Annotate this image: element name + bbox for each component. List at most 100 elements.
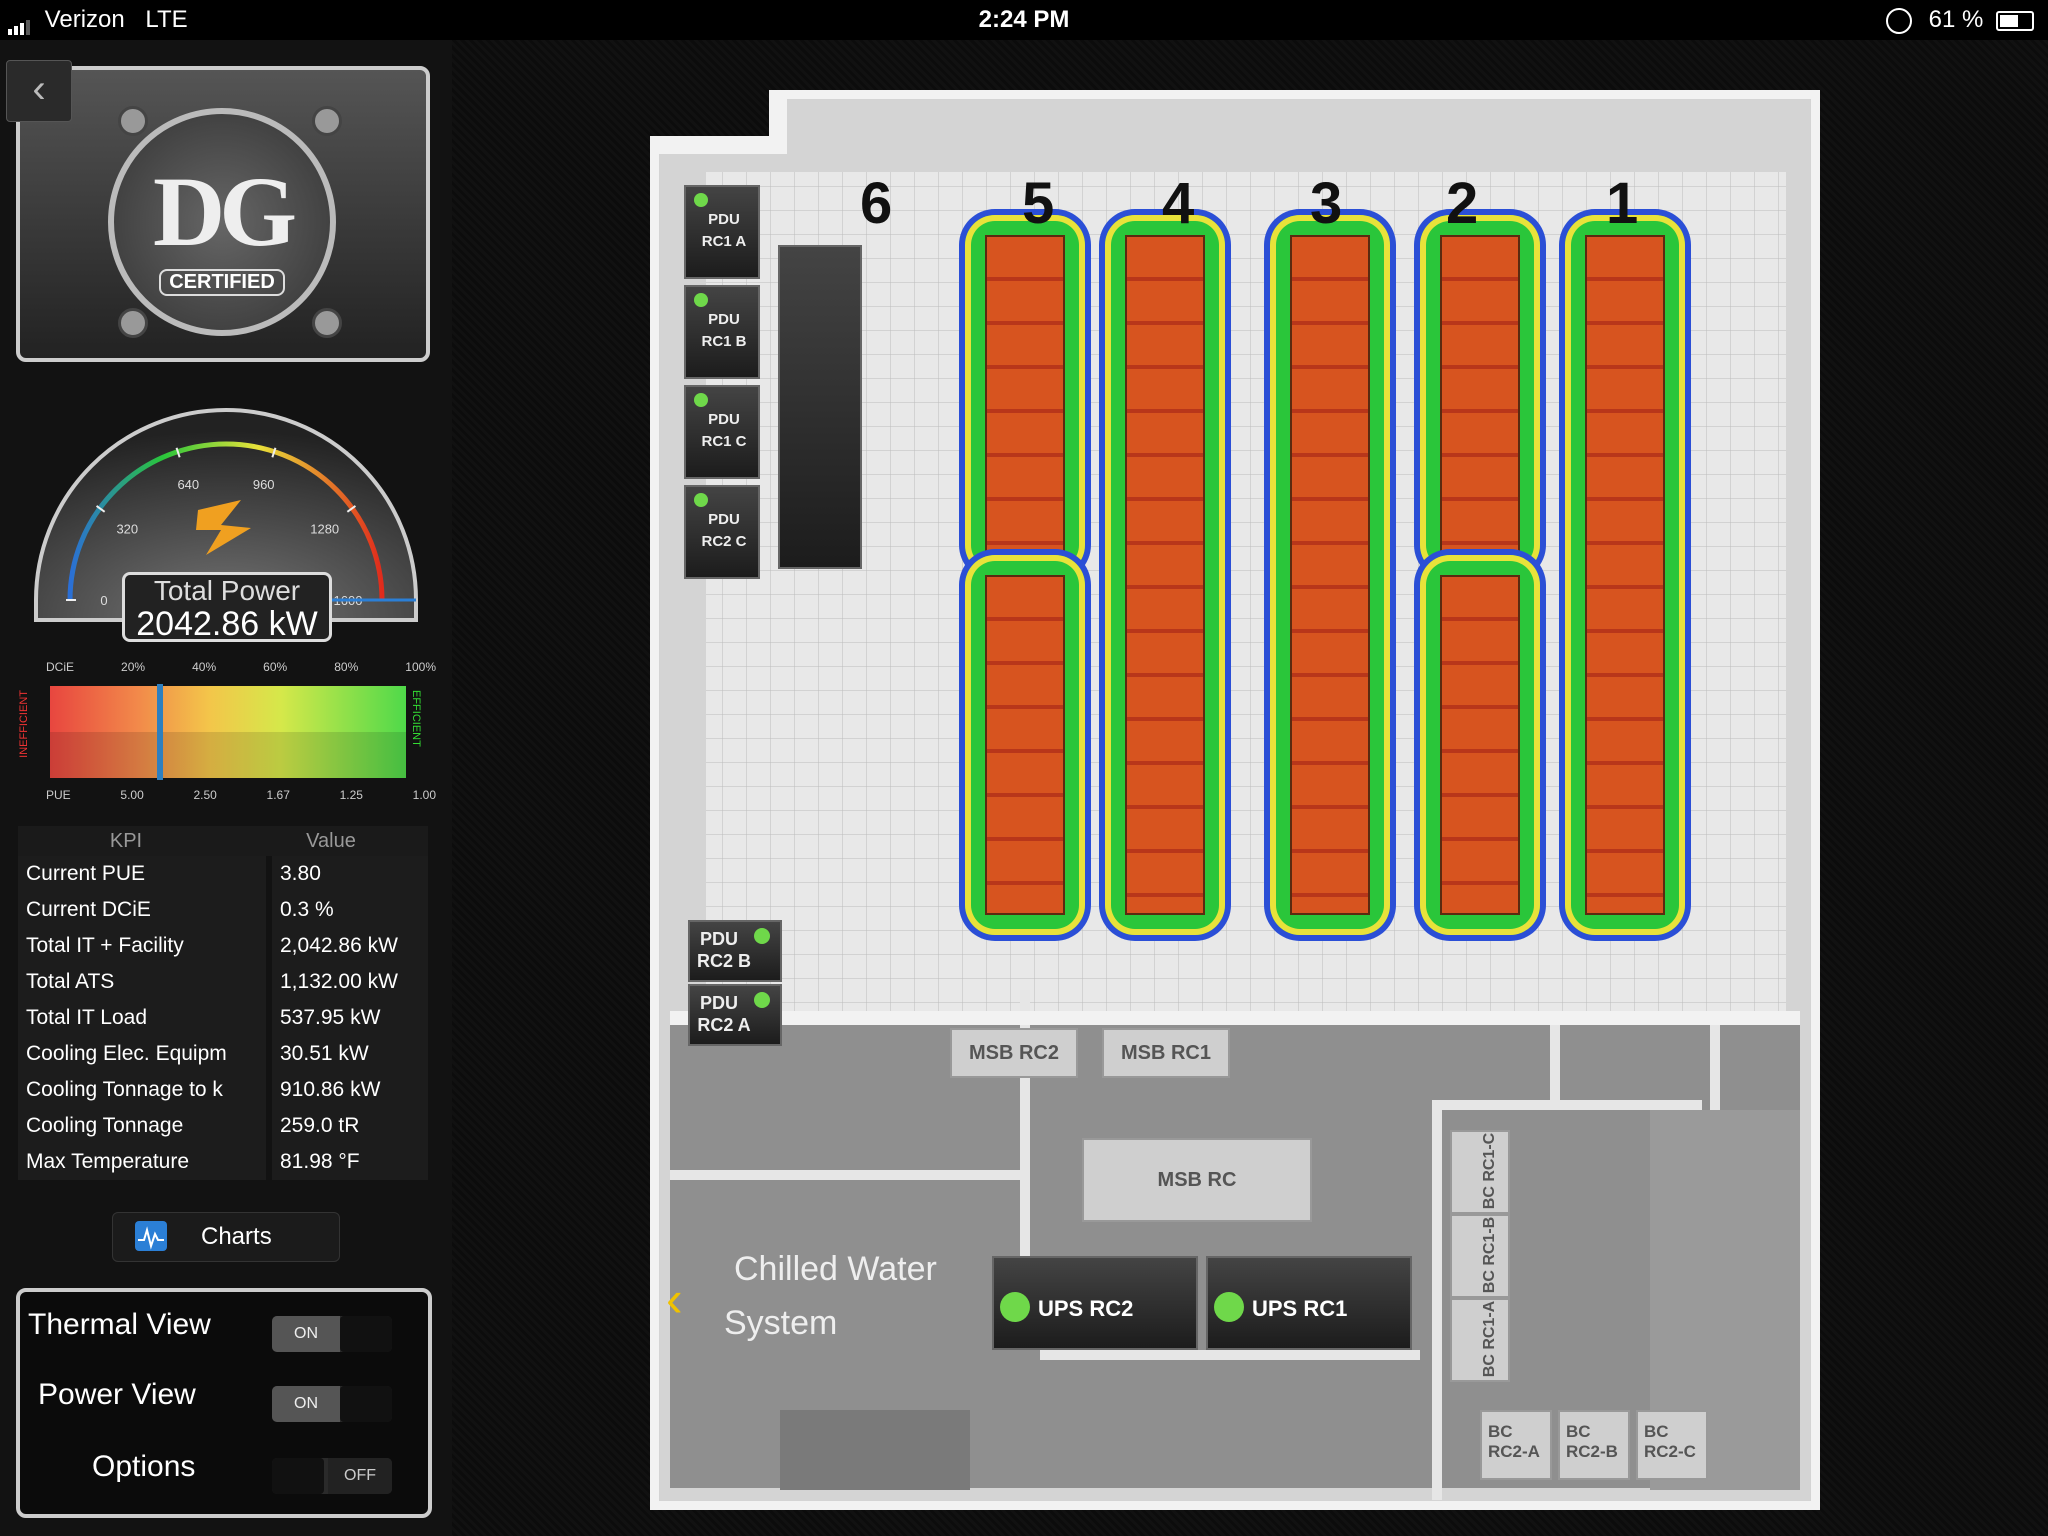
crac-unit-row[interactable]	[778, 245, 862, 569]
dglogik-logo: DG CERTIFIED	[108, 108, 336, 336]
kpi-value: 259.0 tR	[272, 1108, 428, 1144]
pdu-label-line1: PDU	[708, 311, 740, 328]
logo-monogram: DG	[153, 156, 297, 267]
kpi-name: Total IT + Facility	[18, 928, 266, 964]
server-rack-row[interactable]	[1125, 235, 1205, 915]
efficiency-bar	[50, 686, 406, 778]
back-button[interactable]: ‹	[6, 60, 72, 122]
ups-status-icon	[1000, 1292, 1030, 1322]
aisle-number: 1	[1606, 171, 1639, 236]
screw-icon	[312, 308, 342, 338]
pdu-label-line2: RC1 C	[701, 433, 747, 450]
kpi-name: Current PUE	[18, 856, 266, 892]
power-view-row: Power View ON	[20, 1370, 428, 1430]
gauge-value: 2042.86 kW	[136, 605, 318, 643]
kpi-value: 537.95 kW	[272, 1000, 428, 1036]
bc-panel[interactable]: BC RC1-C	[1450, 1130, 1510, 1214]
ups-label: UPS RC2	[1038, 1296, 1134, 1321]
network-type: LTE	[145, 6, 188, 33]
battery-icon	[1996, 10, 2034, 31]
toggle-state: OFF	[328, 1458, 392, 1494]
ups-rc2[interactable]: UPS RC2	[992, 1256, 1198, 1350]
dcie-marker	[156, 684, 163, 780]
charts-button-label: Charts	[201, 1223, 272, 1250]
options-toggle[interactable]: OFF	[272, 1458, 392, 1494]
gauge-title: Total Power	[153, 575, 301, 606]
kpi-value: 0.3 %	[272, 892, 428, 928]
pdu-status-icon	[694, 493, 708, 507]
thermal-view-row: Thermal View ON	[20, 1300, 428, 1360]
dcie-top-label: DCiE	[46, 660, 75, 674]
pue-tick: 1.67	[266, 788, 290, 802]
battery-info: 61 %	[1885, 6, 2034, 34]
dcie-tick: 80%	[334, 660, 359, 674]
bc-label: BC RC1-B	[1481, 1216, 1499, 1294]
bc-panel[interactable]: BC RC1-A	[1450, 1298, 1510, 1382]
ups-rc1[interactable]: UPS RC1	[1206, 1256, 1412, 1350]
server-rack-row[interactable]	[985, 235, 1065, 555]
pue-label: PUE	[46, 788, 71, 802]
chilled-water-label[interactable]: Chilled Water	[734, 1250, 937, 1288]
value-column-header: Value	[306, 830, 356, 852]
battery-percent: 61 %	[1928, 6, 1984, 33]
toggle-state: ON	[272, 1386, 340, 1422]
dcie-tick: 40%	[192, 660, 217, 674]
pue-tick: 1.25	[339, 788, 363, 802]
bc-panel[interactable]: BC RC1-B	[1450, 1214, 1510, 1298]
carrier-info: Verizon LTE	[8, 6, 188, 35]
pdu-label-line1: PDU	[699, 929, 738, 949]
bc-label-line1: BC	[1566, 1422, 1591, 1441]
toggle-state: ON	[272, 1316, 340, 1352]
power-bolt-icon	[196, 500, 251, 555]
chevron-left-icon[interactable]: ‹	[666, 1271, 683, 1327]
bc-label-line1: BC	[1644, 1422, 1669, 1441]
gauge-tick-mark	[271, 447, 277, 458]
thermal-view-toggle[interactable]: ON	[272, 1316, 392, 1352]
server-rack-row[interactable]	[1290, 235, 1370, 915]
kpi-name: Total IT Load	[18, 1000, 266, 1036]
logo-certified: CERTIFIED	[159, 269, 285, 296]
bc-label: BC RC1-C	[1481, 1132, 1499, 1210]
pue-tick: 2.50	[193, 788, 217, 802]
msb-rc2[interactable]: MSB RC2	[950, 1028, 1078, 1078]
ups-status-icon	[1214, 1292, 1244, 1322]
kpi-column-header: KPI	[109, 830, 143, 852]
pdu-label-line2: RC2 B	[696, 951, 751, 971]
chilled-water-label-2[interactable]: System	[724, 1304, 838, 1342]
pue-tick: 5.00	[120, 788, 144, 802]
power-view-toggle[interactable]: ON	[272, 1386, 392, 1422]
gauge-tick-mark	[346, 505, 357, 513]
gauge-readout: Total Power 2042.86 kW	[122, 572, 332, 642]
server-rack-row[interactable]	[985, 575, 1065, 915]
pdu-label-line1: PDU	[699, 993, 738, 1013]
dcie-tick: 100%	[405, 660, 436, 674]
server-rack-row[interactable]	[1585, 235, 1665, 915]
server-rack-row[interactable]	[1440, 235, 1520, 555]
server-rack-row[interactable]	[1440, 575, 1520, 915]
charts-button[interactable]: Charts	[112, 1212, 340, 1262]
msb-rc[interactable]: MSB RC	[1082, 1138, 1312, 1222]
aisle-number: 2	[1446, 171, 1479, 236]
dcie-top-scale: DCiE 20% 40% 60% 80% 100%	[46, 660, 436, 674]
aisle-number: 5	[1022, 171, 1055, 236]
msb-rc1[interactable]: MSB RC1	[1102, 1028, 1230, 1078]
gauge-tick-label: 960	[253, 477, 275, 492]
bc-label-line2: RC2-B	[1566, 1442, 1618, 1461]
